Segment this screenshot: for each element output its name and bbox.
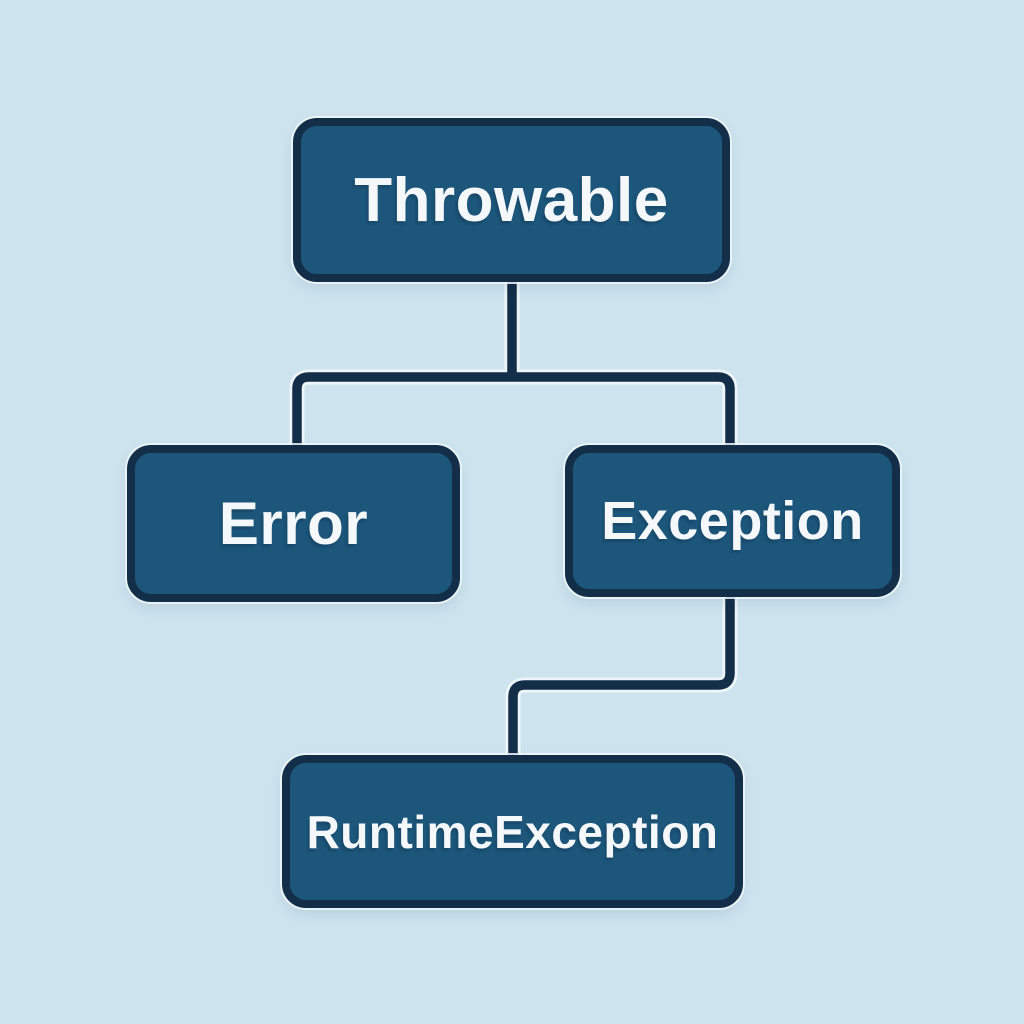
node-error: Error — [127, 445, 460, 602]
node-runtime-exception: RuntimeException — [282, 755, 743, 908]
edge-exception-runtime — [508, 590, 735, 760]
node-runtime-exception-label: RuntimeException — [306, 805, 719, 858]
edge-rail-halo — [289, 369, 738, 452]
edge-throwable-children-rail — [292, 372, 735, 452]
node-exception-label: Exception — [601, 491, 864, 551]
node-throwable: Throwable — [293, 118, 730, 282]
node-error-label: Error — [218, 490, 369, 557]
node-exception: Exception — [565, 445, 900, 597]
connector-line-group — [292, 272, 735, 760]
node-throwable-label: Throwable — [354, 165, 669, 235]
edge-exception-runtime-halo — [505, 590, 738, 760]
